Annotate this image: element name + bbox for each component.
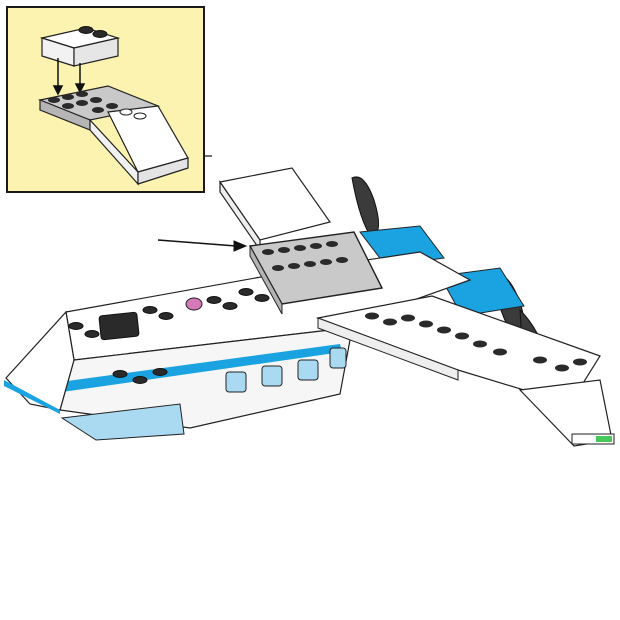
pink-round-part	[186, 298, 202, 310]
main-wing	[318, 296, 614, 446]
nav-light	[596, 436, 612, 442]
propeller-left	[352, 177, 379, 238]
placement-arrow	[158, 240, 246, 251]
control-panel-tile	[99, 312, 139, 340]
